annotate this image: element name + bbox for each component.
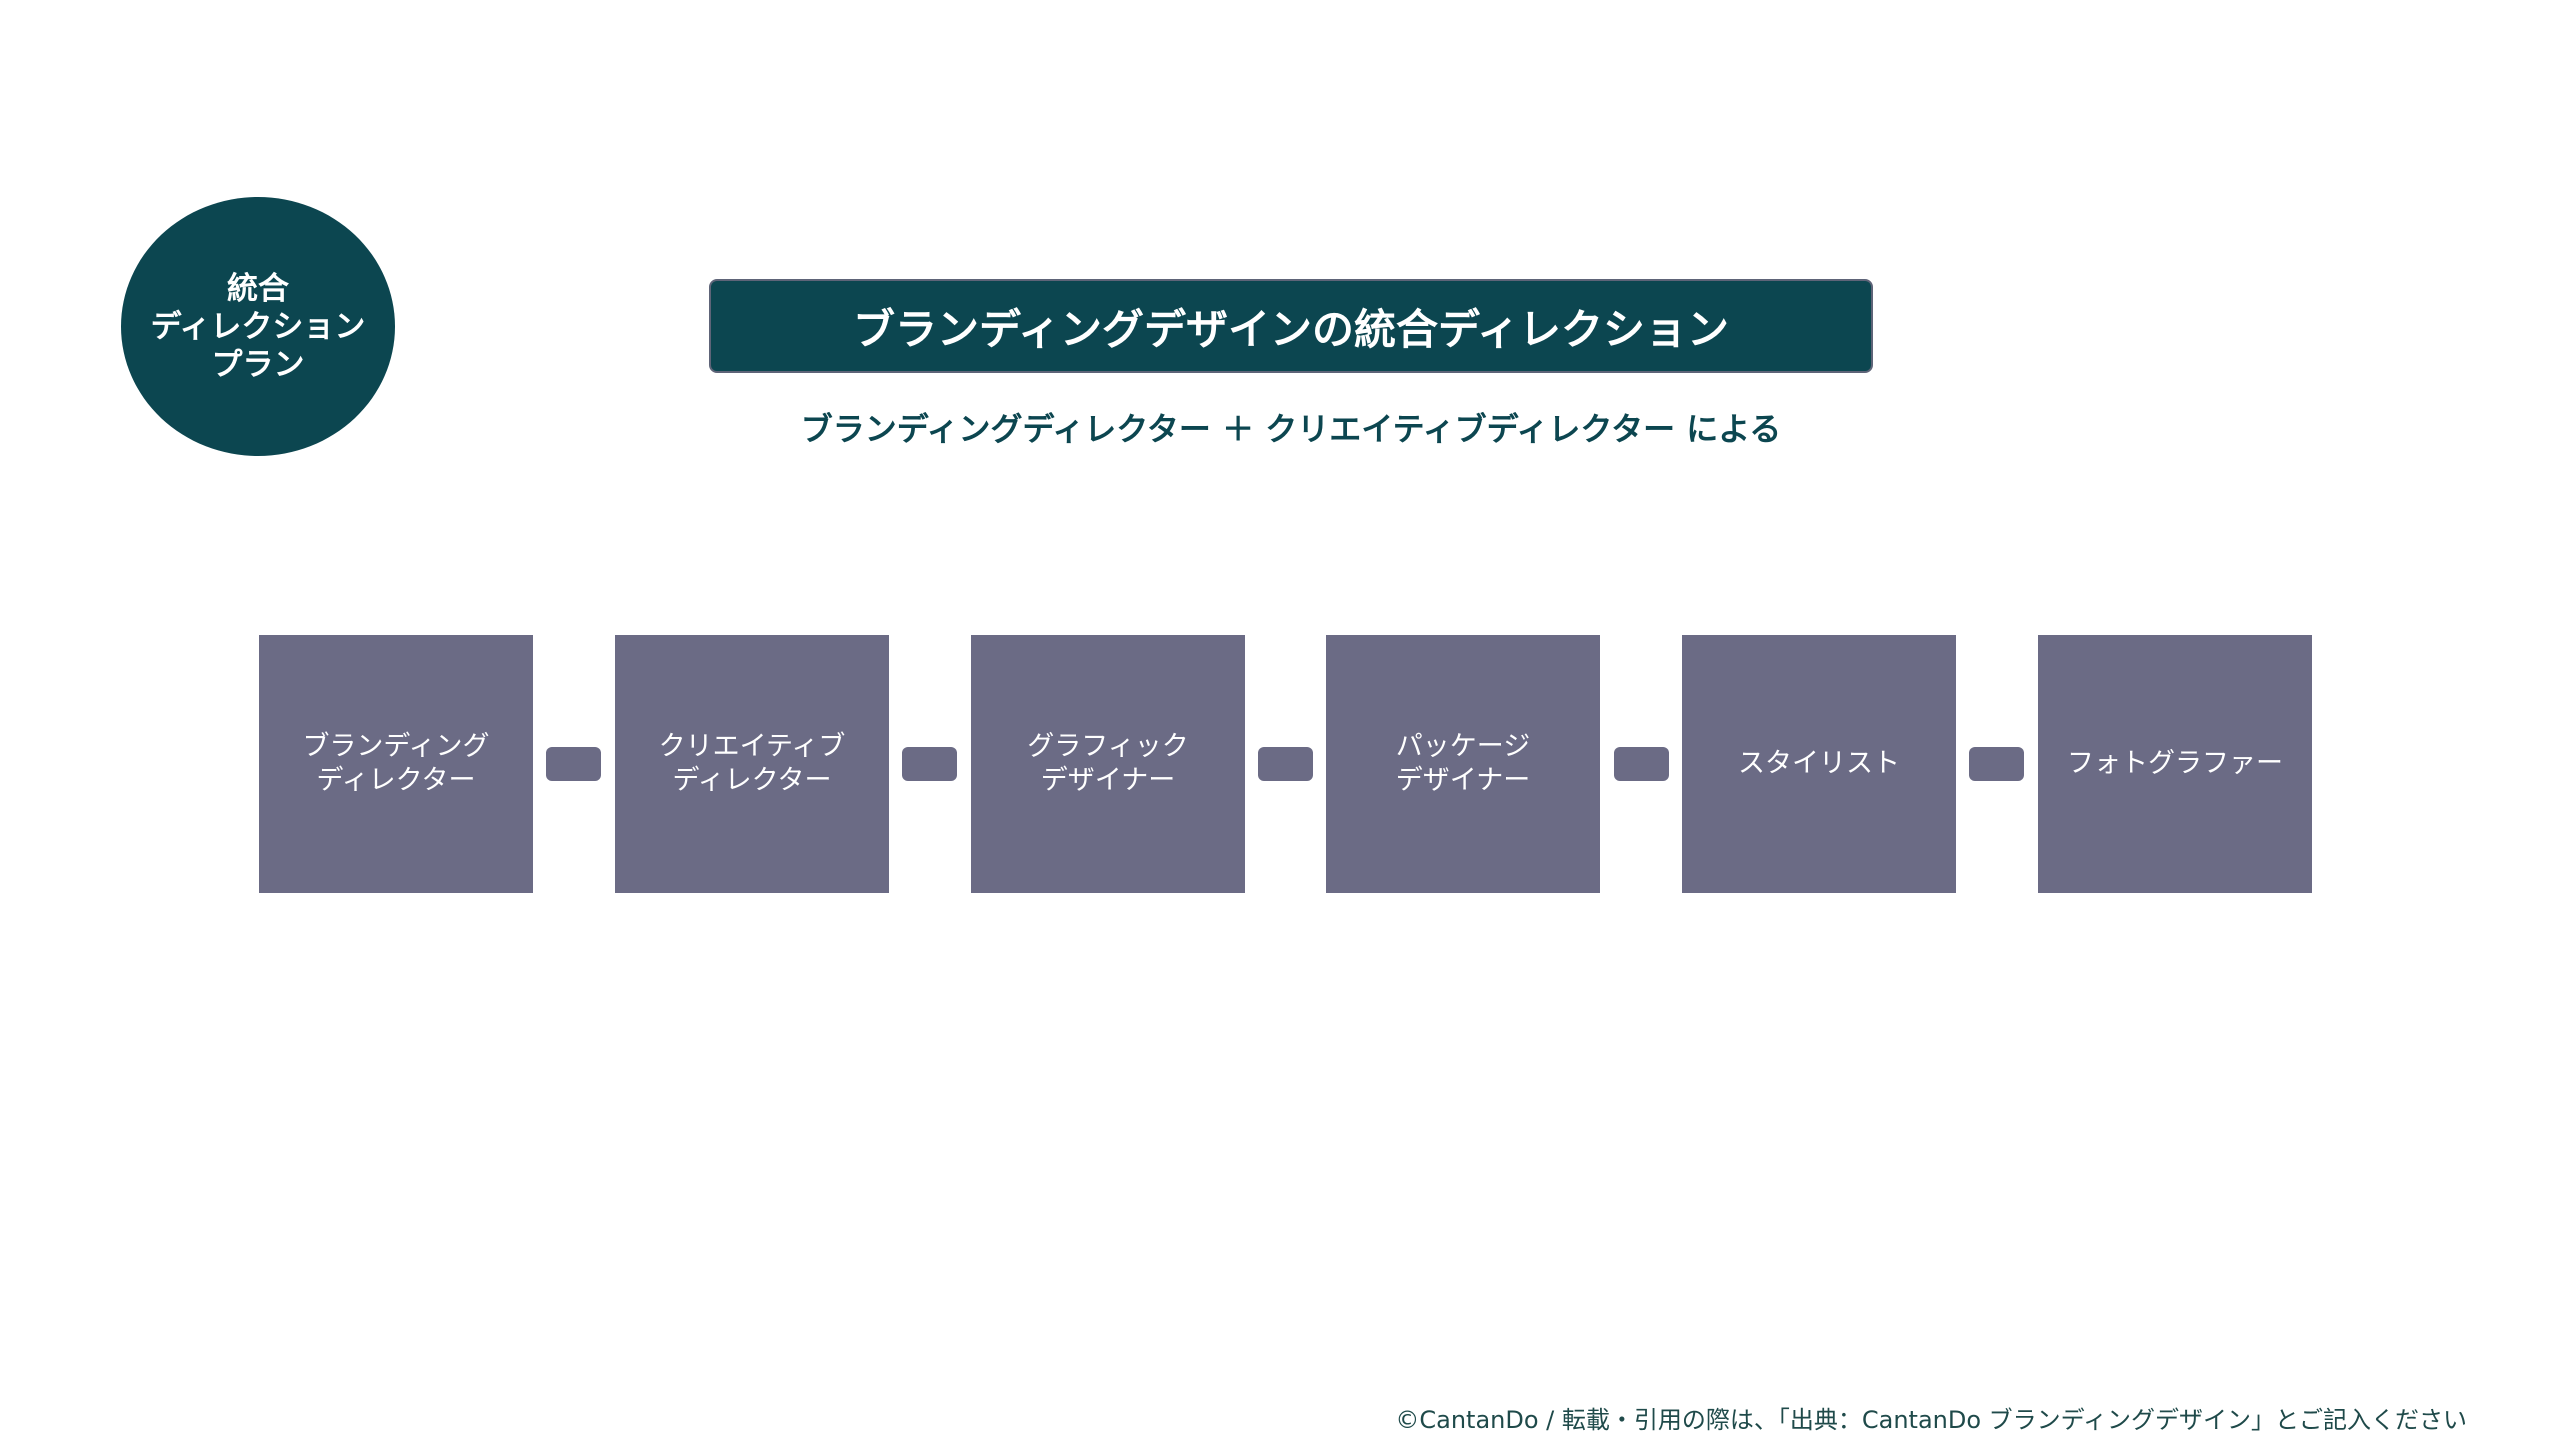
step-label: デザイナー	[1395, 765, 1531, 796]
connector	[1614, 747, 1669, 781]
flow-step-creative-director: クリエイティブディレクター	[615, 635, 889, 893]
step-label: グラフィック	[1027, 731, 1189, 762]
badge-line: プラン	[211, 346, 305, 383]
badge-line: 統合	[227, 270, 289, 307]
connector	[902, 747, 957, 781]
step-label: スタイリスト	[1738, 748, 1900, 779]
flow-step-package-designer: パッケージデザイナー	[1326, 635, 1600, 893]
step-label: ブランディング	[302, 731, 490, 762]
step-label: ディレクター	[316, 765, 476, 796]
step-label: フォトグラファー	[2067, 748, 2283, 779]
step-label: デザイナー	[1040, 765, 1176, 796]
flow-step-branding-director: ブランディングディレクター	[259, 635, 533, 893]
step-label: クリエイティブ	[658, 731, 846, 762]
connector	[546, 747, 601, 781]
flow-step-stylist: スタイリスト	[1682, 635, 1956, 893]
connector	[1258, 747, 1313, 781]
copyright-footer: ©CantanDo / 転載・引用の際は、「出典：CantanDo ブランディン…	[1395, 1406, 2467, 1434]
connector	[1969, 747, 2024, 781]
flow-step-graphic-designer: グラフィックデザイナー	[971, 635, 1245, 893]
plan-badge: 統合 ディレクション プラン	[121, 197, 395, 456]
step-label: パッケージ	[1395, 731, 1531, 762]
title-banner: ブランディングデザインの統合ディレクション	[709, 279, 1873, 373]
flow-step-photographer: フォトグラファー	[2038, 635, 2312, 893]
page-title: ブランディングデザインの統合ディレクション	[852, 304, 1730, 354]
subtitle: ブランディングディレクター ＋ クリエイティブディレクター による	[800, 410, 1782, 448]
badge-line: ディレクション	[150, 308, 366, 345]
step-label: ディレクター	[672, 765, 832, 796]
